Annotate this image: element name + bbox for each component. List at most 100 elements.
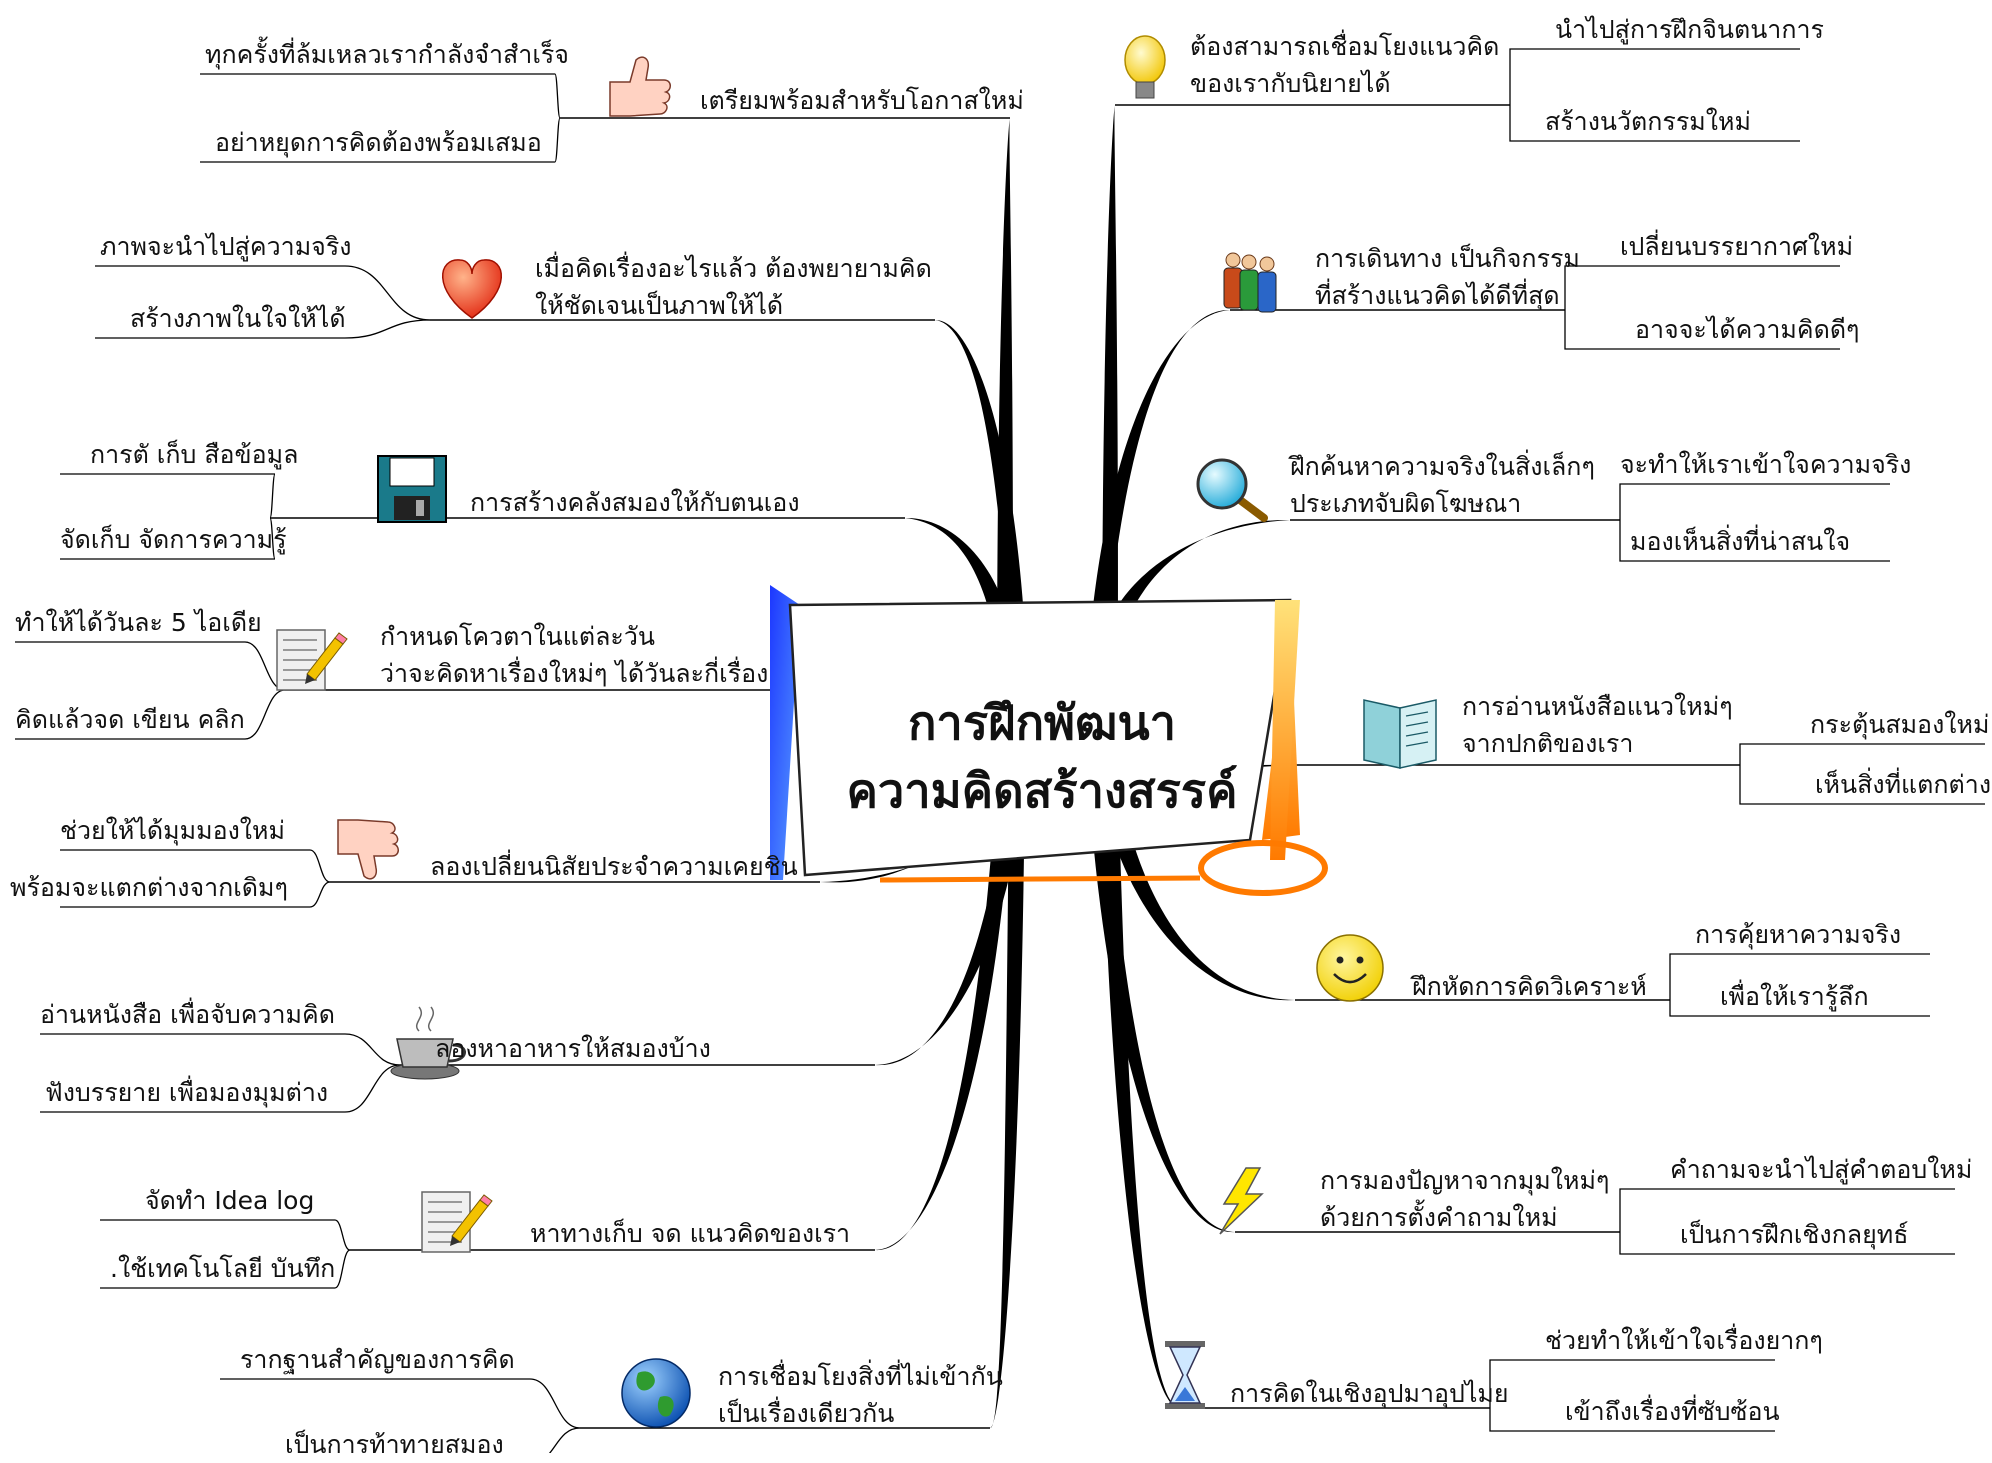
left-branch-6-sub-2[interactable]: ฟังบรรยาย เพื่อมองมุมต่าง: [45, 1078, 329, 1107]
left-branch-7-sub-2[interactable]: .ใช้เทคโนโลยี บันทึก: [110, 1254, 336, 1283]
thumbs-up-icon: [609, 56, 671, 117]
right-branch-1-sub-2[interactable]: สร้างนวัตกรรมใหม่: [1545, 107, 1751, 136]
left-branch-2-sub-1-line: [95, 265, 431, 321]
right-branch-2-sub-2[interactable]: อาจจะได้ความคิดดีๆ: [1635, 315, 1860, 344]
left-branch-8-sub-1-line: [220, 1378, 581, 1429]
right-branch-2-label-line-2[interactable]: ที่สร้างแนวคิดได้ดีที่สุด: [1315, 281, 1560, 310]
right-branch-2-sub-1-line: [1564, 265, 1840, 310]
left-branch-2-label-line-1[interactable]: เมื่อคิดเรื่องอะไรแล้ว ต้องพยายามคิด: [535, 254, 932, 283]
central-card: [788, 598, 1292, 877]
left-branch-7-sub-2-line: [100, 1249, 351, 1289]
right-branch-4-label-line-1[interactable]: การอ่านหนังสือแนวใหม่ๆ: [1462, 692, 1733, 721]
coffee-cup-icon: [390, 1006, 466, 1080]
right-branch-4-label-line-2[interactable]: จากปกติของเรา: [1462, 729, 1634, 758]
left-branch-5-sub-2-line: [60, 881, 331, 908]
left-branch-3-sub-1[interactable]: การตั เก็บ สือข้อมูล: [90, 440, 299, 469]
central-orange-spike: [1270, 600, 1300, 860]
right-branch-1-label-line-1[interactable]: ต้องสามารถเชื่อมโยงแนวคิด: [1190, 32, 1500, 61]
left-branch-4-sub-2[interactable]: คิดแล้วจด เขียน คลิก: [15, 705, 245, 734]
left-branch-4-sub-2-line: [15, 689, 286, 740]
right-branch-6-sub-1[interactable]: คำถามจะนำไปสู่คำตอบใหม่: [1670, 1155, 1973, 1184]
left-branch-5-label-line-1[interactable]: ลองเปลี่ยนนิสัยประจำความเคยชิน: [430, 852, 798, 881]
right-branch-1-sub-1[interactable]: นำไปสู่การฝึกจินตนาการ: [1555, 15, 1824, 44]
left-branch-6-sub-1[interactable]: อ่านหนังสือ เพื่อจับความคิด: [40, 1000, 335, 1029]
central-topic[interactable]: การฝึกพัฒนา ความคิดสร้างสรรค์: [812, 690, 1272, 826]
right-branch-6-sub-2[interactable]: เป็นการฝึกเชิงกลยุทธ์: [1680, 1220, 1909, 1249]
left-branch-6-label-line-1[interactable]: ลองหาอาหารให้สมองบ้าง: [435, 1034, 711, 1063]
right-branch-2-sub-1[interactable]: เปลี่ยนบรรยากาศใหม่: [1620, 232, 1854, 261]
smiley-icon: [1316, 934, 1384, 1002]
left-branch-4-sub-1-line: [15, 641, 286, 691]
left-branch-5-sub-1-line: [60, 849, 331, 883]
right-branch-7-label-line-1[interactable]: การคิดในเชิงอุปมาอุปไมย: [1230, 1379, 1509, 1408]
left-branch-5-sub-2[interactable]: พร้อมจะแตกต่างจากเดิมๆ: [10, 873, 288, 902]
sub-branch-layer: [15, 48, 1985, 1453]
left-branch-6-sub-1-line: [40, 1033, 401, 1066]
central-topic-decoration: [770, 585, 1328, 896]
right-branch-2-label-line-1[interactable]: การเดินทาง เป็นกิจกรรม: [1315, 244, 1580, 273]
left-branch-4-label-line-2[interactable]: ว่าจะคิดหาเรื่องใหม่ๆ ได้วันละกี่เรื่อง: [380, 659, 769, 688]
left-branch-4-sub-1[interactable]: ทำให้ได้วันละ 5 ไอเดีย: [15, 608, 262, 637]
left-branch-3-label-line-1[interactable]: การสร้างคลังสมองให้กับตนเอง: [470, 488, 800, 517]
hourglass-icon: [1165, 1341, 1205, 1409]
right-branch-1-sub-1-line: [1509, 48, 1800, 105]
left-branch-8-sub-1[interactable]: รากฐานสำคัญของการคิด: [240, 1345, 515, 1374]
right-branch-3-label-line-1[interactable]: ฝึกค้นหาความจริงในสิ่งเล็กๆ: [1290, 452, 1595, 481]
floppy-disk-icon: [377, 455, 447, 523]
left-branch-1-label-line-1[interactable]: เตรียมพร้อมสำหรับโอกาสใหม่: [700, 86, 1024, 115]
right-branch-4-sub-2[interactable]: เห็นสิ่งที่แตกต่าง: [1815, 770, 1992, 799]
left-branch-7-sub-1-line: [100, 1219, 351, 1251]
icon-layer: [276, 35, 1437, 1428]
left-branch-7-sub-1[interactable]: จัดทำ Idea log: [145, 1186, 315, 1215]
left-branch-8-sub-2[interactable]: เป็นการท้าทายสมอง: [285, 1430, 504, 1459]
light-bulb-icon: [1124, 35, 1166, 99]
right-branch-3-sub-1-line: [1619, 483, 1890, 520]
left-branch-8-label-line-2[interactable]: เป็นเรื่องเดียวกัน: [718, 1399, 895, 1428]
right-branch-7-sub-1-line: [1489, 1359, 1775, 1408]
left-branch-1-sub-2[interactable]: อย่าหยุดการคิดต้องพร้อมเสมอ: [215, 128, 542, 157]
right-branch-5-sub-2[interactable]: เพื่อให้เรารู้ลึก: [1720, 982, 1869, 1011]
right-branch-6-sub-1-line: [1619, 1188, 1955, 1232]
left-branch-7-label-line-1[interactable]: หาทางเก็บ จด แนวคิดของเรา: [530, 1219, 851, 1248]
left-branch-3-sub-1-line: [60, 473, 276, 519]
right-branch-2-sub-2-line: [1564, 310, 1840, 350]
right-branch-3-sub-2[interactable]: มองเห็นสิ่งที่น่าสนใจ: [1630, 527, 1851, 556]
right-branch-7-sub-1[interactable]: ช่วยทำให้เข้าใจเรื่องยากๆ: [1545, 1326, 1823, 1355]
right-branch-6-sub-2-line: [1619, 1232, 1955, 1255]
lightning-icon: [1219, 1167, 1264, 1235]
right-branch-5-label-line-1[interactable]: ฝึกหัดการคิดวิเคราะห์: [1412, 972, 1647, 1001]
left-branch-4-label-line-1[interactable]: กำหนดโควตาในแต่ละวัน: [380, 622, 655, 651]
central-topic-line-2: ความคิดสร้างสรรค์: [846, 764, 1238, 819]
central-topic-line-1: การฝึกพัฒนา: [907, 696, 1177, 751]
right-branch-7-sub-2[interactable]: เข้าถึงเรื่องที่ซับซ้อน: [1565, 1397, 1780, 1426]
left-branch-2-sub-2-line: [95, 319, 431, 339]
right-branch-6-label-line-2[interactable]: ด้วยการตั้งคำถามใหม่: [1320, 1203, 1558, 1232]
right-branch-4-sub-2-line: [1739, 765, 1985, 805]
open-book-icon: [1363, 699, 1437, 769]
thumbs-down-icon: [337, 819, 399, 880]
left-branch-8-sub-2-line: [548, 1427, 581, 1453]
right-branch-4-sub-1[interactable]: กระตุ้นสมองใหม่: [1810, 710, 1990, 739]
left-branch-2-sub-2[interactable]: สร้างภาพในใจให้ได้: [130, 304, 346, 333]
left-branch-5-sub-1[interactable]: ช่วยให้ได้มุมมองใหม่: [60, 816, 285, 845]
right-branch-3-sub-1[interactable]: จะทำให้เราเข้าใจความจริง: [1620, 450, 1912, 479]
right-branch-7-sub-2-line: [1489, 1408, 1775, 1432]
right-branch-6-label-line-1[interactable]: การมองปัญหาจากมุมใหม่ๆ: [1320, 1166, 1610, 1195]
right-branch-3-sub-2-line: [1619, 520, 1890, 562]
right-branch-3-label-line-2[interactable]: ประเภทจับผิดโฆษณา: [1290, 489, 1522, 518]
left-branch-8-label-line-1[interactable]: การเชื่อมโยงสิ่งที่ไม่เข้ากัน: [718, 1362, 1003, 1391]
central-orange-tail: [879, 875, 1201, 883]
left-branch-2-sub-1[interactable]: ภาพจะนำไปสู่ความจริง: [100, 232, 352, 261]
left-branch-3-sub-2-line: [60, 517, 276, 560]
left-branch-3-sub-2[interactable]: จัดเก็บ จัดการความรู้: [60, 525, 287, 554]
right-branch-7: [1101, 790, 1180, 1409]
left-branch-1-sub-1[interactable]: ทุกครั้งที่ล้มเหลวเรากำลังจำสำเร็จ: [205, 40, 569, 69]
right-branch-5-sub-1[interactable]: การคุ้ยหาความจริง: [1695, 920, 1902, 949]
right-branch-1-label-line-2[interactable]: ของเรากับนิยายได้: [1190, 69, 1391, 98]
people-icon: [1223, 252, 1277, 313]
left-branch-1-sub-1-line: [200, 73, 561, 119]
left-branch-2-label-line-2[interactable]: ให้ชัดเจนเป็นภาพให้ได้: [535, 291, 784, 320]
right-branch-5-sub-1-line: [1669, 953, 1930, 1001]
